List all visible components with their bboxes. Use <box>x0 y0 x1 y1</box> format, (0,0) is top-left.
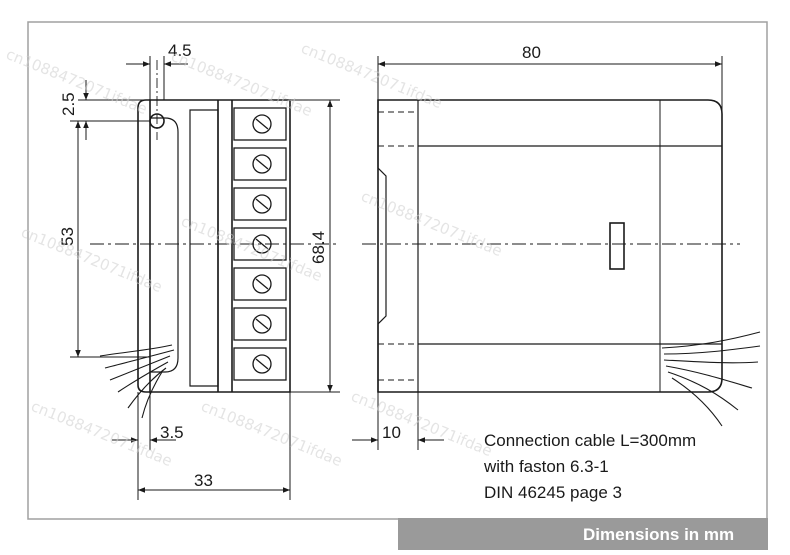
svg-text:cn1088472071ifdae: cn1088472071ifdae <box>179 212 325 285</box>
front-view <box>377 99 723 393</box>
dim-4-5-label: 4.5 <box>168 41 192 60</box>
dim-10-label: 10 <box>382 423 401 442</box>
terminal-block <box>233 107 287 381</box>
svg-text:cn1088472071ifdae: cn1088472071ifdae <box>299 39 445 112</box>
terminal-2 <box>233 147 287 181</box>
svg-text:cn1088472071ifdae: cn1088472071ifdae <box>169 47 315 120</box>
footer-label: Dimensions in mm <box>583 525 734 544</box>
dim-2-5-label: 2.5 <box>59 92 78 116</box>
dim-3-5-label: 3.5 <box>160 423 184 442</box>
dim-53 <box>70 120 150 358</box>
note-line-3: DIN 46245 page 3 <box>484 483 622 502</box>
dim-3-5 <box>112 392 176 450</box>
svg-text:cn1088472071ifdae: cn1088472071ifdae <box>199 397 345 470</box>
cables-right <box>661 331 761 427</box>
svg-text:cn1088472071ifdae: cn1088472071ifdae <box>349 387 495 460</box>
dim-68-4-label: 68.4 <box>309 231 328 264</box>
note-line-2: with faston 6.3-1 <box>483 457 609 476</box>
hidden-lines <box>378 111 418 381</box>
dim-80 <box>377 56 723 114</box>
svg-text:cn1088472071ifdae: cn1088472071ifdae <box>359 187 505 260</box>
terminal-7 <box>233 347 287 381</box>
note-line-1: Connection cable L=300mm <box>484 431 696 450</box>
drawing-frame <box>27 21 768 520</box>
terminal-3 <box>233 187 287 221</box>
dim-68-4 <box>290 99 340 393</box>
dim-53-label: 53 <box>58 227 77 246</box>
svg-text:cn1088472071ifdae: cn1088472071ifdae <box>29 397 175 470</box>
terminal-6 <box>233 307 287 341</box>
label-slot <box>609 222 625 270</box>
svg-text:cn1088472071ifdae: cn1088472071ifdae <box>19 223 165 296</box>
watermark: cn1088472071ifdae cn1088472071ifdae cn10… <box>4 39 505 470</box>
dim-33 <box>137 392 291 500</box>
cables-left <box>99 344 175 419</box>
dim-33-label: 33 <box>194 471 213 490</box>
terminal-5 <box>233 267 287 301</box>
dim-4-5 <box>126 56 188 100</box>
dim-80-label: 80 <box>522 43 541 62</box>
terminal-1 <box>233 107 287 141</box>
footer-bar <box>398 518 768 550</box>
dim-10 <box>352 392 444 450</box>
